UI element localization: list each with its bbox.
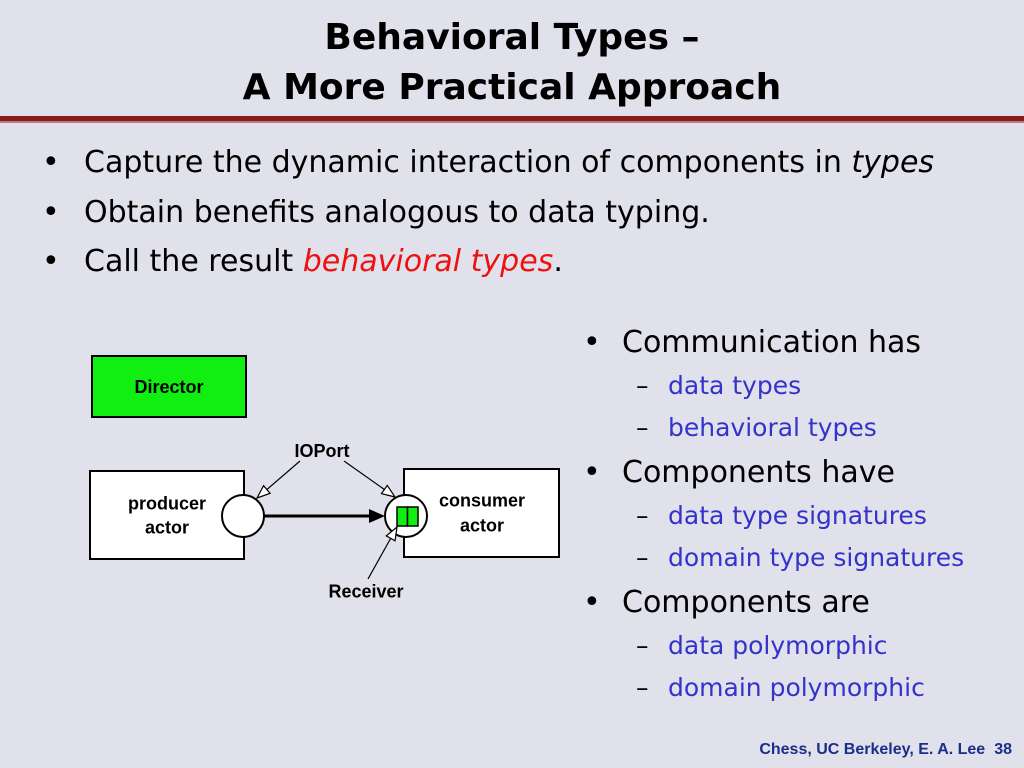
- main-bullet-list: • Capture the dynamic interaction of com…: [0, 143, 1024, 292]
- main-bullet-item: • Call the result behavioral types.: [0, 242, 1024, 292]
- detail-bullet-text: Communication has: [622, 325, 922, 360]
- detail-bullet-list: • Communication has – data types – behav…: [578, 321, 1018, 709]
- pointer-line: [367, 538, 392, 580]
- main-bullet-plain-text: Call the result: [84, 244, 294, 279]
- detail-sub-item: – domain polymorphic: [578, 667, 1018, 709]
- slide-title-line-1: Behavioral Types –: [324, 17, 700, 58]
- director-box: [91, 355, 247, 418]
- actor-diagram: Director producer actor consumer actor: [89, 355, 560, 602]
- receiver-label: Receiver: [328, 582, 403, 602]
- bullet-marker: •: [42, 145, 60, 180]
- detail-sub-item: – domain type signatures: [578, 537, 1018, 579]
- sub-bullet-marker: –: [636, 371, 649, 400]
- connection-arrowhead: [369, 509, 385, 523]
- detail-bullet-item: • Communication has: [578, 321, 1018, 365]
- main-bullet-suffix: .: [553, 244, 563, 279]
- receiver-cell-left: [396, 506, 409, 527]
- bullet-marker: •: [42, 244, 60, 279]
- ioport-pointer-to-producer-port: [255, 460, 301, 500]
- bullet-marker: •: [583, 325, 601, 360]
- consumer-actor-label-line-1: consumer: [439, 491, 525, 511]
- producer-actor-label-line-1: producer: [128, 494, 206, 514]
- hollow-arrowhead: [385, 525, 398, 542]
- detail-sub-item: – data polymorphic: [578, 625, 1018, 667]
- main-bullet-plain-text: Capture the dynamic interaction of compo…: [84, 145, 842, 180]
- director-label: Director: [134, 377, 203, 397]
- sub-bullet-marker: –: [636, 501, 649, 530]
- main-bullet-text: Obtain benefits analogous to data typing…: [84, 193, 710, 233]
- detail-sub-item-text: domain type signatures: [668, 543, 965, 572]
- bullet-marker: •: [583, 455, 601, 490]
- sub-bullet-marker: –: [636, 673, 649, 702]
- producer-actor: producer actor: [89, 470, 245, 560]
- bullet-marker: •: [583, 585, 601, 620]
- detail-sub-item-text: data types: [668, 371, 802, 400]
- receiver-cell-right: [406, 506, 419, 527]
- detail-sub-item-text: domain polymorphic: [668, 673, 925, 702]
- detail-bullet-item: • Components are: [578, 581, 1018, 625]
- detail-sub-item-text: data polymorphic: [668, 631, 888, 660]
- detail-sub-item: – behavioral types: [578, 407, 1018, 449]
- producer-actor-box: [89, 470, 245, 560]
- producer-to-consumer-arrow: [264, 509, 385, 523]
- bullet-marker: •: [42, 194, 60, 230]
- producer-output-port: [221, 494, 265, 538]
- page-number: 38: [994, 741, 1012, 758]
- detail-group: • Components have – data type signatures…: [578, 451, 1018, 579]
- title-divider-shadow: [0, 121, 1024, 123]
- sub-bullet-marker: –: [636, 543, 649, 572]
- receiver-buffer: [396, 506, 419, 527]
- consumer-actor-box: [403, 468, 560, 558]
- detail-bullet-item: • Components have: [578, 451, 1018, 495]
- slide-title-line-2: A More Practical Approach: [242, 67, 782, 108]
- main-bullet-text: Capture the dynamic interaction of compo…: [84, 143, 934, 183]
- consumer-actor: consumer actor: [403, 468, 560, 558]
- pointer-line: [266, 460, 301, 490]
- detail-bullet-text: Components have: [622, 455, 895, 490]
- director: Director: [91, 355, 247, 418]
- detail-sub-item: – data type signatures: [578, 495, 1018, 537]
- main-bullet-item: • Capture the dynamic interaction of com…: [0, 143, 1024, 193]
- producer-actor-label-line-2: actor: [145, 518, 189, 538]
- main-bullet-emphasis: types: [851, 145, 935, 180]
- sub-bullet-marker: –: [636, 631, 649, 660]
- footer-credit: Chess, UC Berkeley, E. A. Lee: [759, 741, 986, 758]
- detail-sub-item-text: behavioral types: [668, 413, 877, 442]
- detail-bullet-text: Components are: [622, 585, 870, 620]
- detail-sub-item: – data types: [578, 365, 1018, 407]
- main-bullet-item: • Obtain benefits analogous to data typi…: [0, 193, 1024, 243]
- detail-group: • Communication has – data types – behav…: [578, 321, 1018, 449]
- sub-bullet-marker: –: [636, 413, 649, 442]
- receiver-pointer: [367, 525, 398, 580]
- main-bullet-highlight: behavioral types: [302, 244, 554, 279]
- slide-footer: Chess, UC Berkeley, E. A. Lee 38: [759, 740, 1012, 760]
- detail-sub-item-text: data type signatures: [668, 501, 927, 530]
- main-bullet-plain-text: Obtain benefits analogous to data typing…: [84, 194, 710, 230]
- title-divider: [0, 116, 1024, 121]
- ioport-label: IOPort: [294, 441, 349, 461]
- main-bullet-text: Call the result behavioral types.: [84, 242, 563, 282]
- pointer-line: [343, 460, 385, 490]
- hollow-arrowhead: [380, 484, 397, 498]
- consumer-actor-label-line-2: actor: [460, 516, 504, 536]
- detail-group: • Components are – data polymorphic – do…: [578, 581, 1018, 709]
- ioport-pointer-to-consumer-port: [343, 460, 397, 498]
- hollow-arrowhead: [255, 484, 272, 500]
